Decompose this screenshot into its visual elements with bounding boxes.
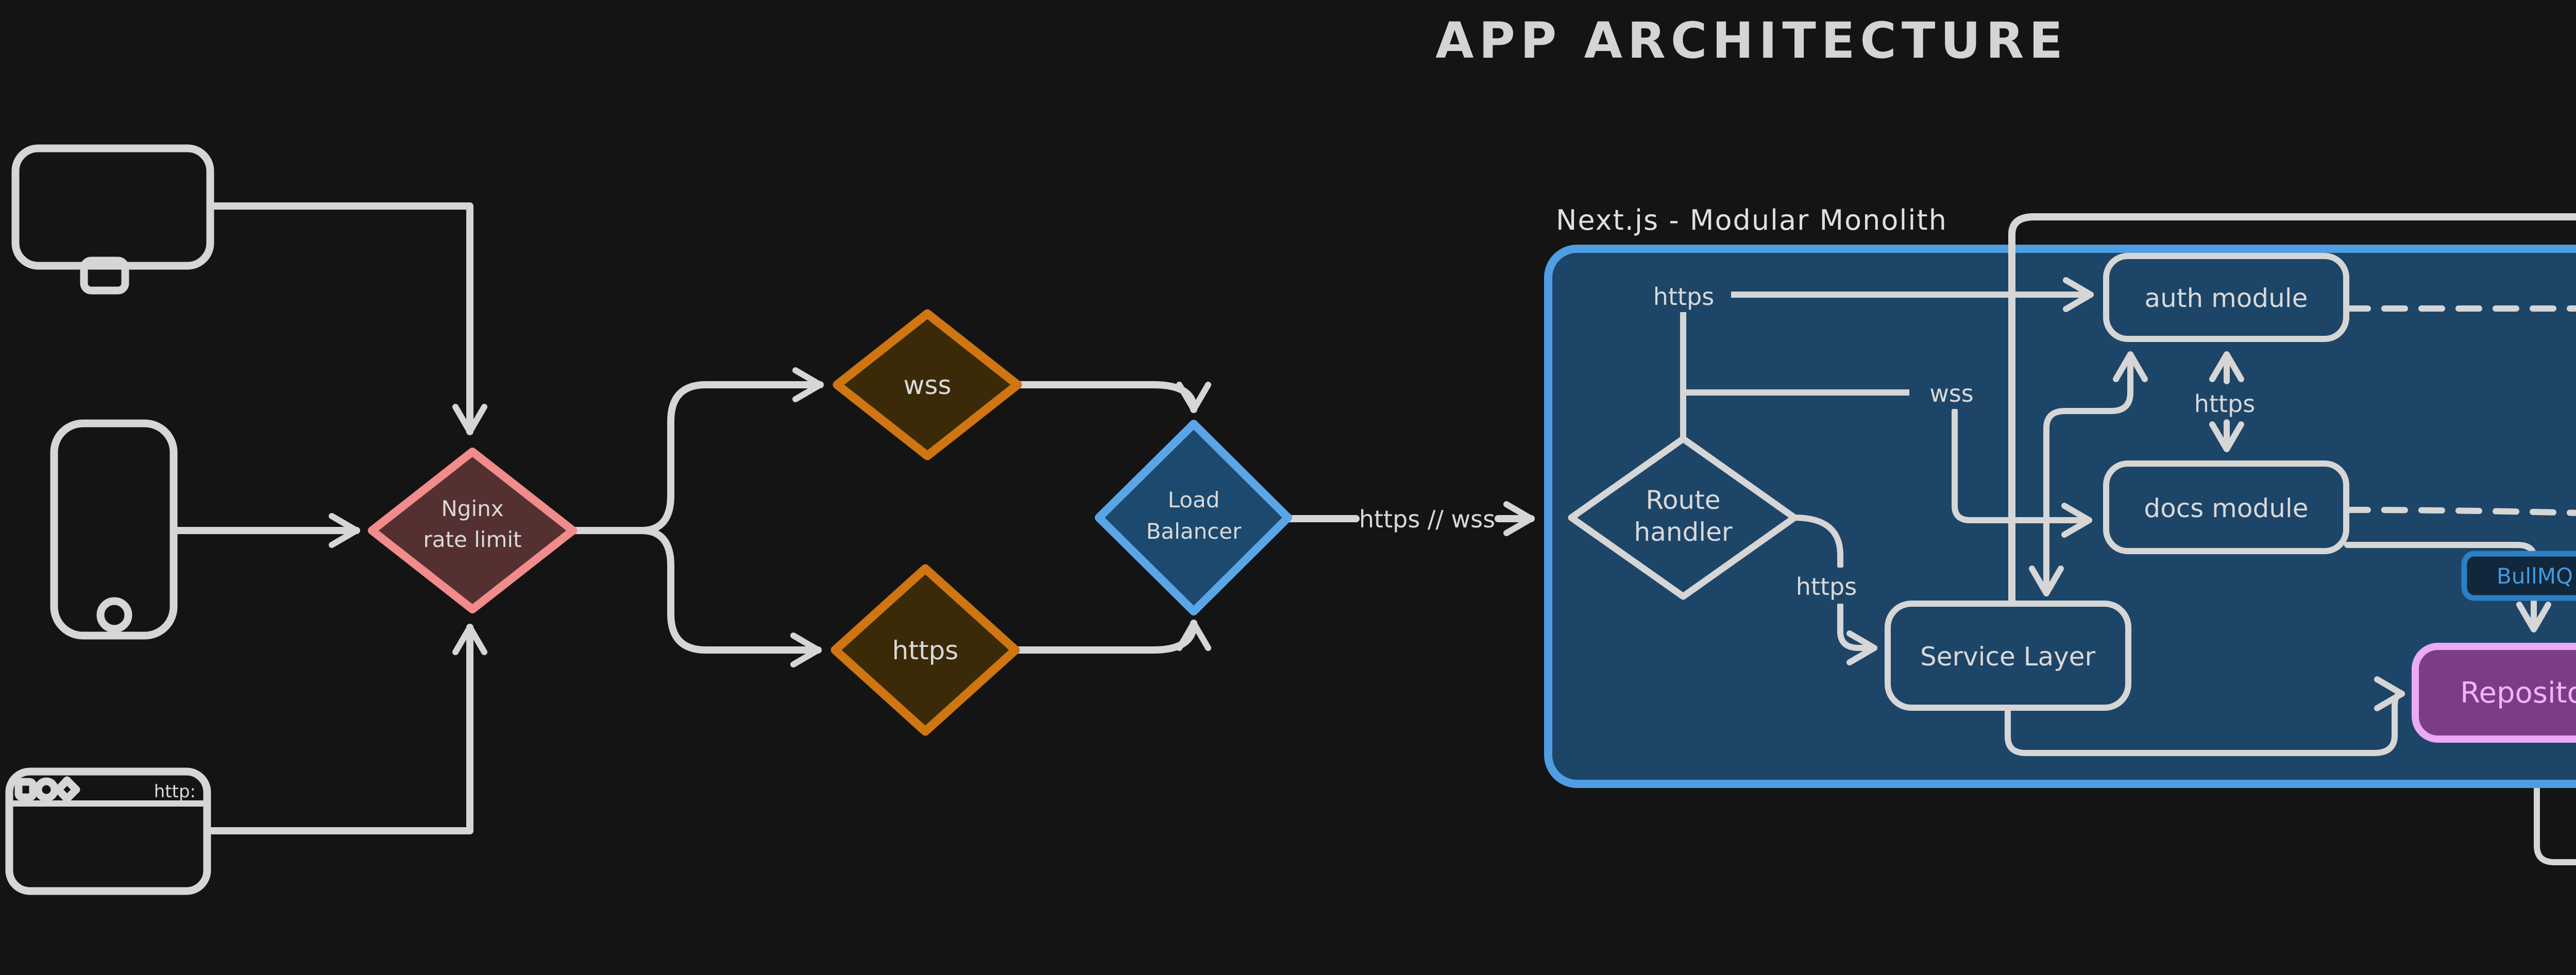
docs-module-label: docs module: [2144, 493, 2308, 523]
phone-icon: [50, 419, 178, 640]
nextjs-container-label: Next.js - Modular Monolith: [1556, 204, 1947, 236]
edge-service-auth-2: [2029, 351, 2148, 596]
edge-service-cachedb-stub: [2008, 213, 2038, 605]
route-handler-label-1: Route: [1646, 485, 1720, 515]
load-balancer-label-2: Balancer: [1146, 519, 1242, 544]
service-layer-node: Service Layer: [1885, 601, 2131, 711]
edge-https-lb: [1013, 620, 1211, 654]
laptop-icon: [11, 144, 214, 295]
edge-docs-assets-2: [2344, 507, 2576, 516]
edge-route-docs-b2: [1952, 408, 2092, 538]
bullmq-badge: BullMQ: [2461, 551, 2576, 601]
route-handler-node: Route handler: [1568, 435, 1798, 600]
edge-route-service-a2: [1791, 515, 1843, 569]
browser-icon: http:: [5, 767, 211, 895]
inner-edge-labels: https wss https https: [1639, 278, 2255, 604]
auth-module-label: auth module: [2145, 283, 2308, 313]
browser-circle-icon: [34, 777, 59, 802]
nginx-label-1: Nginx: [441, 496, 503, 521]
load-balancer-node: Load Balancer: [1095, 420, 1292, 615]
edge-laptop-nginx: [210, 202, 487, 435]
edge-route-service-b2: [1837, 602, 1877, 665]
bullmq-label: BullMQ: [2497, 563, 2573, 589]
edge-label-route-docs: wss: [1929, 380, 1974, 407]
nginx-node: Nginx rate limit: [368, 448, 577, 613]
service-layer-label: Service Layer: [1920, 642, 2096, 672]
wss-label: wss: [904, 370, 952, 400]
route-handler-label-2: handler: [1634, 517, 1733, 547]
edge-label-route-service: https: [1796, 573, 1857, 601]
https-node: https: [831, 564, 1020, 736]
edge-service-repo-2: [2005, 676, 2405, 756]
docs-module-node: docs module: [2103, 460, 2349, 554]
auth-module-node: auth module: [2103, 253, 2349, 342]
browser-diamond-icon: [54, 776, 80, 803]
nginx-label-2: rate limit: [423, 527, 521, 552]
browser-url-label: http:: [154, 781, 196, 802]
edge-label-https-wss: https // wss: [1359, 505, 1495, 533]
repository-node: Repository: [2412, 643, 2576, 743]
repository-label: Repository: [2460, 676, 2576, 710]
edge-label-route-auth: https: [1653, 283, 1714, 311]
edge-split-https: [638, 527, 822, 668]
edge-label-auth-docs: https: [2194, 390, 2255, 418]
load-balancer-label-1: Load: [1168, 487, 1220, 512]
edge-split-wss: [638, 367, 824, 534]
wss-node: wss: [833, 309, 1022, 460]
phone-home-button-icon: [96, 597, 132, 633]
https-label: https: [892, 636, 959, 665]
page-title: APP ARCHITECTURE: [1435, 12, 2068, 70]
browser-square-icon: [14, 778, 37, 801]
edge-wss-lb: [1015, 381, 1211, 413]
edge-browser-nginx: [205, 624, 487, 834]
edge-repo-pgbouncer: [2534, 738, 2576, 865]
